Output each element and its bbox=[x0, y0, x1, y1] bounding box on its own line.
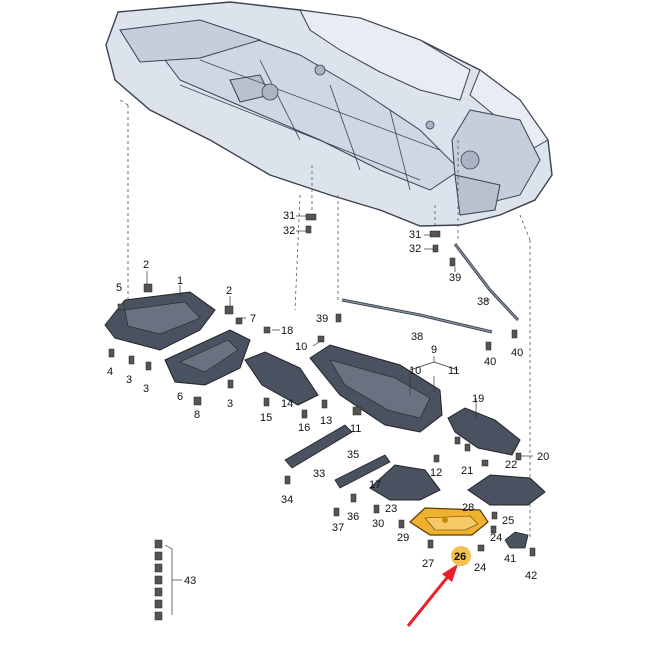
label-25: 25 bbox=[502, 515, 514, 527]
label-26: 26 bbox=[454, 551, 466, 563]
label-11a: 11 bbox=[350, 423, 361, 435]
label-14: 14 bbox=[281, 398, 293, 410]
label-8: 8 bbox=[194, 409, 200, 421]
label-11b: 11 bbox=[448, 365, 459, 377]
label-9: 9 bbox=[431, 344, 437, 356]
panel-22 bbox=[467, 474, 546, 506]
label-39a: 39 bbox=[316, 313, 328, 325]
panel-30 bbox=[369, 464, 441, 501]
label-23: 23 bbox=[385, 503, 397, 515]
label-3b: 3 bbox=[143, 383, 149, 395]
label-40a: 40 bbox=[484, 356, 496, 368]
label-2b: 2 bbox=[226, 285, 232, 297]
label-3a: 3 bbox=[126, 374, 132, 386]
panel-41 bbox=[504, 531, 529, 549]
panel-14 bbox=[244, 351, 319, 406]
label-3c: 3 bbox=[227, 398, 233, 410]
label-41: 41 bbox=[504, 553, 516, 565]
label-18: 18 bbox=[281, 325, 293, 337]
label-6: 6 bbox=[177, 391, 183, 403]
label-13: 13 bbox=[320, 415, 332, 427]
highlighted-part-26[interactable] bbox=[409, 507, 489, 536]
label-31a: 31 bbox=[283, 210, 295, 222]
panel-9 bbox=[309, 344, 443, 433]
label-40b: 40 bbox=[511, 347, 523, 359]
label-10b: 10 bbox=[409, 365, 421, 377]
label-43: 43 bbox=[184, 575, 196, 587]
panel-19 bbox=[447, 407, 521, 456]
panel-1 bbox=[104, 291, 216, 351]
label-12: 12 bbox=[430, 467, 442, 479]
red-arrow bbox=[406, 564, 458, 627]
label-21: 21 bbox=[461, 465, 473, 477]
label-leaders bbox=[146, 215, 533, 615]
label-10a: 10 bbox=[295, 341, 307, 353]
label-38b: 38 bbox=[477, 296, 489, 308]
label-39b: 39 bbox=[449, 272, 461, 284]
rod-38-left bbox=[341, 298, 493, 334]
label-28: 28 bbox=[462, 502, 474, 514]
strip-35 bbox=[334, 454, 391, 489]
label-16: 16 bbox=[298, 422, 310, 434]
label-7: 7 bbox=[250, 313, 256, 325]
part-labels: 31 32 31 32 39 38 2 1 5 2 7 18 39 38 10 … bbox=[107, 210, 549, 587]
label-22: 22 bbox=[505, 459, 517, 471]
label-17: 17 bbox=[369, 479, 381, 491]
label-35: 35 bbox=[347, 449, 359, 461]
label-19: 19 bbox=[472, 393, 484, 405]
label-20: 20 bbox=[537, 451, 549, 463]
label-36: 36 bbox=[347, 511, 359, 523]
label-1: 1 bbox=[177, 275, 183, 287]
label-4: 4 bbox=[107, 366, 113, 378]
hardware-parts bbox=[108, 213, 536, 621]
label-37: 37 bbox=[332, 522, 344, 534]
panel-6 bbox=[164, 329, 251, 386]
label-24a: 24 bbox=[490, 532, 502, 544]
highlight-circle-26 bbox=[451, 546, 471, 566]
label-31b: 31 bbox=[409, 229, 421, 241]
label-32a: 32 bbox=[283, 225, 295, 237]
label-29: 29 bbox=[397, 532, 409, 544]
label-33: 33 bbox=[313, 468, 325, 480]
label-38a: 38 bbox=[411, 331, 423, 343]
label-24b: 24 bbox=[474, 562, 486, 574]
car-body-underside bbox=[105, 1, 553, 227]
label-27: 27 bbox=[422, 558, 434, 570]
strip-33 bbox=[284, 424, 353, 469]
label-42: 42 bbox=[525, 570, 537, 582]
leader-lines bbox=[119, 99, 531, 540]
label-2a: 2 bbox=[143, 259, 149, 271]
rod-38-right bbox=[453, 243, 520, 322]
label-15: 15 bbox=[260, 412, 272, 424]
label-34: 34 bbox=[281, 494, 293, 506]
label-30: 30 bbox=[372, 518, 384, 530]
label-32b: 32 bbox=[409, 243, 421, 255]
label-5: 5 bbox=[116, 282, 122, 294]
